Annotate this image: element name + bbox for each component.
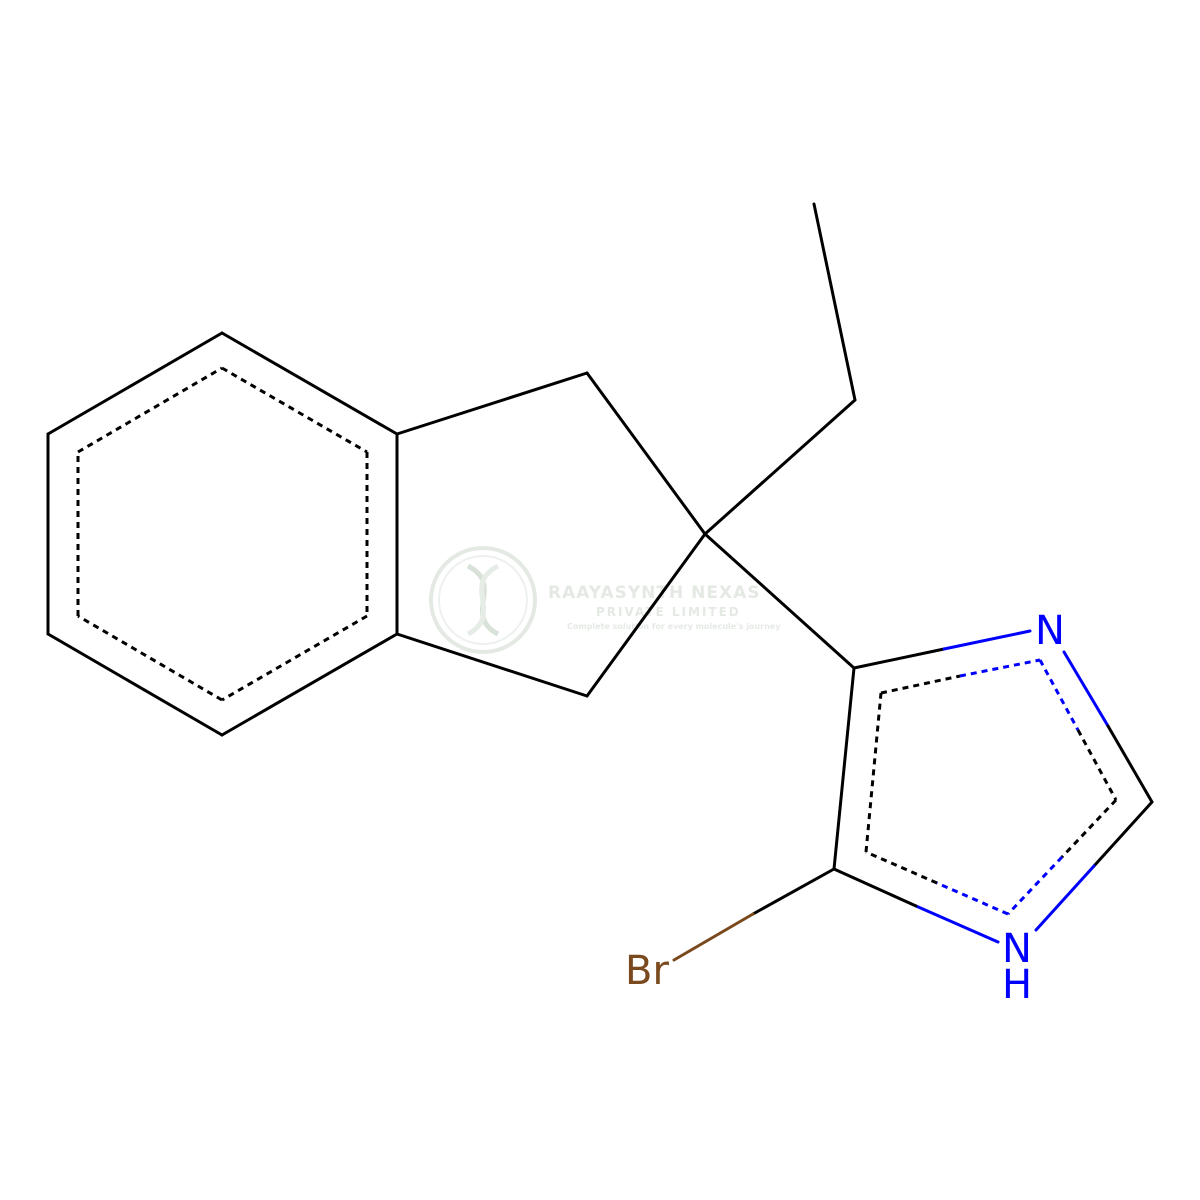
aromatic-bond bbox=[77, 366, 223, 454]
bond bbox=[395, 371, 589, 436]
watermark-title: RAAYASYNTH NEXAS bbox=[548, 583, 761, 603]
bond bbox=[942, 629, 1032, 651]
atom-label-nitrogen: N bbox=[1035, 608, 1065, 654]
bond bbox=[672, 912, 755, 962]
aromatic-bond bbox=[864, 692, 883, 853]
watermark-logo-inner-ring bbox=[438, 555, 528, 645]
bond bbox=[585, 371, 707, 536]
aromatic-bond bbox=[1038, 659, 1080, 731]
bond bbox=[1034, 864, 1096, 932]
bond bbox=[220, 331, 399, 436]
aromatic-bond bbox=[221, 614, 368, 702]
aromatic-bond bbox=[959, 658, 1041, 678]
benzene-aromatic-dashes bbox=[76, 366, 369, 702]
bond bbox=[832, 666, 856, 871]
bond bbox=[1062, 650, 1110, 728]
aromatic-bond bbox=[1060, 798, 1118, 859]
bond bbox=[220, 632, 399, 737]
aromatic-bond bbox=[936, 881, 1009, 916]
bond bbox=[1106, 724, 1154, 804]
watermark-logo-ring bbox=[429, 546, 537, 654]
aromatic-bond bbox=[1076, 729, 1118, 801]
atom-label-hydrogen: H bbox=[1002, 962, 1032, 1008]
bond bbox=[812, 202, 857, 402]
watermark-subtitle: PRIVATE LIMITED bbox=[596, 605, 741, 619]
bond bbox=[395, 632, 589, 698]
bond bbox=[46, 632, 224, 737]
bond bbox=[585, 532, 707, 698]
bond bbox=[832, 867, 918, 908]
bond bbox=[751, 867, 836, 916]
benzene-ring bbox=[46, 331, 399, 737]
watermark-tagline: Complete solution for every molecule's j… bbox=[567, 622, 781, 631]
aromatic-bond bbox=[77, 614, 223, 702]
bond bbox=[46, 331, 224, 436]
bond bbox=[703, 398, 857, 536]
bond-to-imidazole bbox=[703, 532, 856, 670]
watermark: RAAYASYNTH NEXAS PRIVATE LIMITED Complet… bbox=[429, 546, 781, 654]
carbon-bromine-bond bbox=[672, 867, 836, 962]
atom-label-nitrogen-nh: N bbox=[1002, 926, 1032, 972]
ethyl-group bbox=[703, 202, 857, 536]
indane-five-ring bbox=[395, 371, 707, 698]
aromatic-bond bbox=[1006, 855, 1064, 916]
imidazole-ring bbox=[832, 629, 1154, 944]
atom-label-bromine: Br bbox=[625, 948, 669, 994]
aromatic-bond bbox=[880, 674, 961, 695]
bond bbox=[1092, 800, 1154, 868]
aromatic-bond bbox=[865, 850, 938, 885]
watermark-helix-icon-b bbox=[466, 563, 500, 637]
bond bbox=[852, 647, 946, 670]
bond bbox=[914, 904, 1000, 944]
imidazole-aromatic-dashes bbox=[864, 658, 1118, 916]
aromatic-bond bbox=[221, 366, 368, 454]
